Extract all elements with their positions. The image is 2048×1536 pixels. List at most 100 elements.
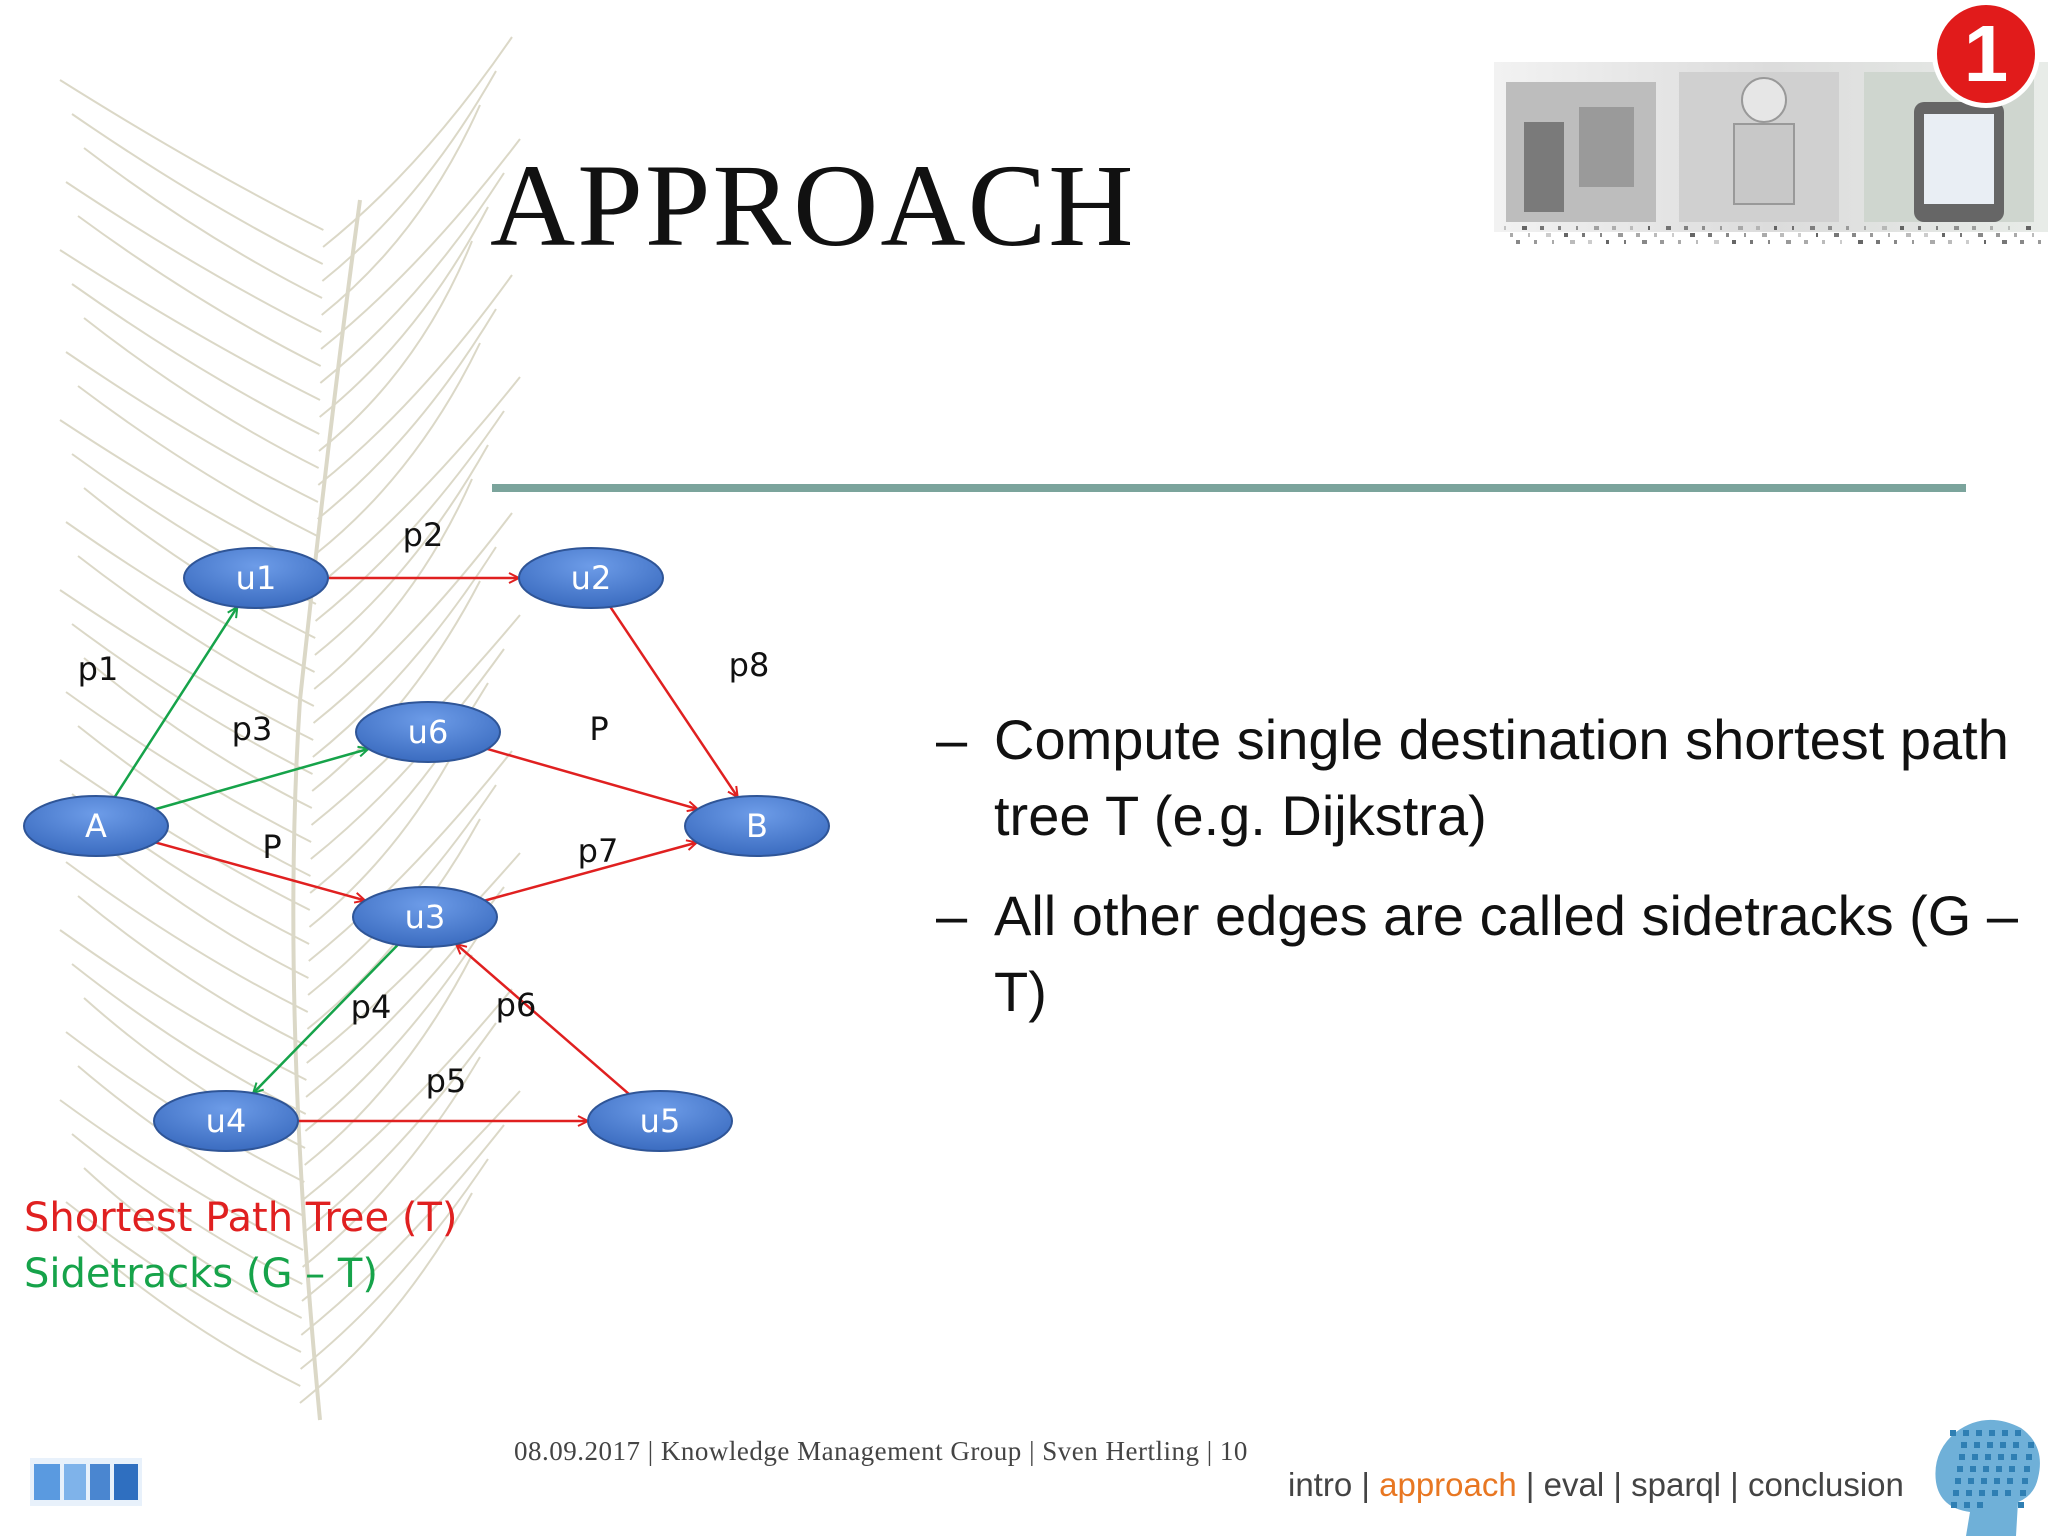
node-shape [587, 1090, 733, 1152]
pixel-block [1570, 240, 1575, 244]
edge-label: p6 [496, 986, 537, 1024]
edge-label: p4 [351, 988, 392, 1026]
slide-title: APPROACH [490, 140, 1136, 271]
node-label: u2 [571, 559, 612, 597]
brain-dot [1953, 1490, 1959, 1496]
brain-dot [1996, 1466, 2002, 1472]
feather-barb [83, 657, 313, 809]
feather-barb [299, 1158, 489, 1370]
edge-label: p5 [426, 1062, 467, 1100]
node-u3: u3 [352, 886, 498, 948]
footer-date: 08.09.2017 [514, 1436, 641, 1466]
edge-A-u1 [113, 607, 238, 798]
pixel-block [1690, 233, 1695, 237]
brain-dot [2024, 1466, 2030, 1472]
feather-barb [306, 852, 521, 1064]
edge-label: P [589, 710, 608, 748]
legend: Shortest Path Tree (T) Sidetracks (G – T… [24, 1190, 457, 1302]
feather-barb [320, 138, 521, 350]
pixel-block [1768, 240, 1770, 244]
pixel-block [1990, 226, 1993, 230]
nav-intro[interactable]: intro [1288, 1466, 1353, 1503]
nav-sep: | [1352, 1466, 1380, 1503]
brain-dot [1983, 1466, 1989, 1472]
nav-conclusion[interactable]: conclusion [1747, 1466, 1904, 1503]
feather-barb [321, 70, 497, 282]
node-shape [518, 547, 664, 609]
pixel-block [1600, 233, 1602, 237]
nav-sep: | [1721, 1466, 1748, 1503]
feather-barb [71, 113, 324, 265]
pixel-block [1672, 233, 1674, 237]
bullet-list: – Compute single destination shortest pa… [936, 702, 2036, 1054]
node-u2: u2 [518, 547, 664, 609]
pixel-block [1882, 226, 1887, 230]
pixel-block [1810, 226, 1815, 230]
pixel-block [1558, 226, 1561, 230]
pixel-block [1552, 240, 1554, 244]
feather-barb [304, 954, 473, 1166]
brain-dot [1961, 1442, 1967, 1448]
pixel-block [1798, 233, 1801, 237]
brain-logo [1935, 1419, 2040, 1536]
footer-meta: 08.09.2017 | Knowledge Management Group … [514, 1436, 1248, 1467]
pixel-block [1594, 226, 1599, 230]
footer-sep: | [1029, 1436, 1035, 1466]
brain-dot [2022, 1478, 2028, 1484]
pixel-block [1684, 226, 1688, 230]
pixel-block [1522, 226, 1527, 230]
brain-dot [1987, 1442, 1993, 1448]
pixel-block [1960, 233, 1962, 237]
pixel-block [1972, 226, 1976, 230]
feather-barb [65, 521, 316, 673]
nav-approach[interactable]: approach [1379, 1466, 1517, 1503]
feather-barb [308, 750, 513, 962]
pixel-block [1576, 226, 1578, 230]
feather-barb [319, 172, 505, 384]
feather-barb [314, 444, 489, 656]
feather-barb [77, 215, 322, 367]
pixel-block [1858, 240, 1863, 244]
brain-dot [1998, 1454, 2004, 1460]
nav-sparql[interactable]: sparql [1631, 1466, 1722, 1503]
pixel-block [1906, 233, 1911, 237]
node-u6: u6 [355, 701, 501, 763]
feather-barb [316, 308, 497, 520]
pixel-block [1954, 226, 1959, 230]
node-label: u3 [405, 898, 446, 936]
feather-barb [302, 1056, 481, 1268]
feather-barb [71, 623, 313, 775]
pixel-block [1870, 233, 1873, 237]
feather-barb [83, 317, 320, 469]
feather-barb [319, 206, 489, 418]
legend-sidetracks: Sidetracks (G – T) [24, 1251, 378, 1297]
pixel-block [1948, 240, 1952, 244]
nav-eval[interactable]: eval [1543, 1466, 1605, 1503]
feather-barb [303, 988, 513, 1200]
brain-dot [1972, 1454, 1978, 1460]
pixel-block [1624, 240, 1626, 244]
pixel-block [1564, 233, 1568, 237]
bullet-text: All other edges are called sidetracks (G… [994, 884, 2019, 1023]
brain-dot [1963, 1430, 1969, 1436]
feather-barb [83, 1167, 303, 1319]
pixel-block [1528, 233, 1530, 237]
pixel-block [1714, 240, 1719, 244]
feather-barb [65, 351, 319, 503]
nav-sep: | [1604, 1466, 1632, 1503]
feather-barb [77, 385, 318, 537]
feather-barb [59, 929, 307, 1081]
feather-barb [65, 861, 309, 1013]
brain-dot [1970, 1466, 1976, 1472]
pixel-block [2026, 226, 2031, 230]
feather-barb [59, 759, 311, 911]
feather-barb [317, 274, 513, 486]
bullet-text: Compute single destination shortest path… [994, 708, 2009, 847]
pixel-block [2020, 240, 2024, 244]
footer-author: Sven Hertling [1042, 1436, 1200, 1466]
pixel-block [1582, 233, 1585, 237]
feather-barb [59, 79, 324, 231]
feather-barb [65, 1201, 302, 1353]
pixel-block [1936, 226, 1938, 230]
